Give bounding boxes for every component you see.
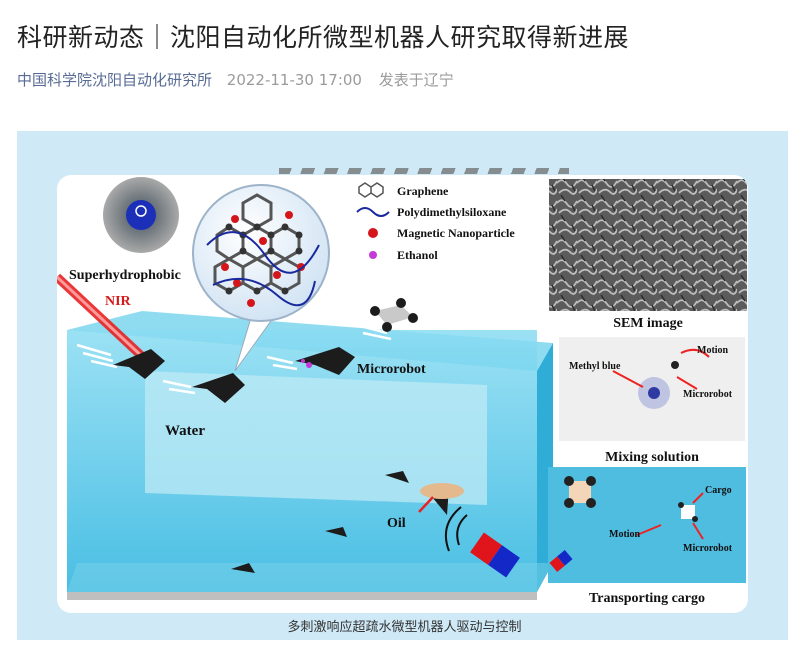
mixing-inset: Methyl blue Motion Microrobot Mixing sol… <box>559 337 745 465</box>
cargo-inset: Cargo Motion Microrobot Transporting car… <box>548 467 746 606</box>
oil-arrow <box>418 496 434 513</box>
legend: Graphene Polydimethylsiloxane Magnetic N… <box>356 182 515 262</box>
article-source-link[interactable]: 中国科学院沈阳自动化研究所 <box>17 71 213 89</box>
motion-label: Motion <box>609 529 641 540</box>
droplet-icon <box>103 177 179 253</box>
pdms-line-icon <box>356 207 390 217</box>
publish-location: 发表于辽宁 <box>378 71 454 89</box>
legend-label: Graphene <box>397 184 449 198</box>
motion-streaks <box>76 323 392 395</box>
graphene-bubble <box>192 184 330 372</box>
magnet-icon <box>445 506 520 578</box>
decorative-stripes <box>279 168 569 174</box>
nanoparticle-icon <box>368 228 378 238</box>
cargo-title: Transporting cargo <box>589 591 705 606</box>
oil-droplet <box>420 483 464 499</box>
article-meta: 中国科学院沈阳自动化研究所 2022-11-30 17:00 发表于辽宁 <box>17 68 454 92</box>
figure-caption: 多刺激响应超疏水微型机器人驱动与控制 <box>287 620 522 635</box>
microrobot-label: Microrobot <box>357 362 426 377</box>
ethanol-icon <box>369 251 377 259</box>
sem-title: SEM image <box>613 316 683 331</box>
microrobot-icon <box>113 347 449 573</box>
article-title: 科研新动态｜沈阳自动化所微型机器人研究取得新进展 <box>17 23 630 52</box>
sem-inset: SEM image <box>549 179 747 331</box>
mixing-title: Mixing solution <box>605 450 699 465</box>
methyl-blue-label: Methyl blue <box>569 361 621 372</box>
microrobot-illustration: Graphene Polydimethylsiloxane Magnetic N… <box>57 177 747 606</box>
figure-panel: Graphene Polydimethylsiloxane Magnetic N… <box>57 175 748 613</box>
motion-label: Motion <box>697 345 729 356</box>
oil-label: Oil <box>387 516 406 531</box>
legend-label: Ethanol <box>397 248 438 262</box>
nir-label: NIR <box>105 294 132 309</box>
nir-beam <box>57 273 151 365</box>
publish-time: 2022-11-30 17:00 <box>226 71 362 89</box>
cargo-label: Cargo <box>705 485 732 496</box>
water-label: Water <box>165 423 205 439</box>
superhydrophobic-label: Superhydrophobic <box>69 268 181 283</box>
legend-label: Polydimethylsiloxane <box>397 205 507 219</box>
article-figure[interactable]: Graphene Polydimethylsiloxane Magnetic N… <box>17 131 788 640</box>
graphene-icon <box>358 182 384 198</box>
legend-label: Magnetic Nanoparticle <box>397 226 515 240</box>
cargo-icon <box>370 298 418 332</box>
microrobot-label: Microrobot <box>683 389 733 400</box>
microrobot-label: Microrobot <box>683 543 733 554</box>
